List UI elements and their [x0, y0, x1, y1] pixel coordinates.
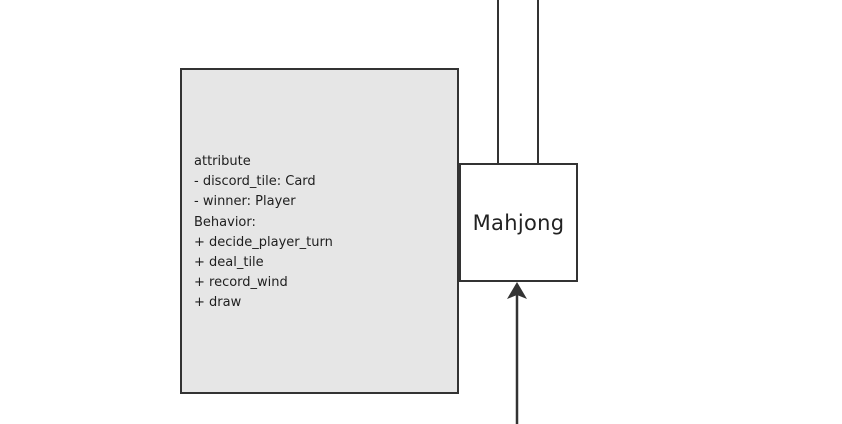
- note-line-behavior-header: Behavior:: [194, 214, 256, 230]
- note-line-deal-tile: + deal_tile: [194, 255, 264, 271]
- arrowhead-icon: [507, 282, 527, 299]
- note-line-discord-tile: - discord_tile: Card: [194, 174, 316, 190]
- note-line-attribute-header: attribute: [194, 154, 251, 169]
- note-text: attribute - discord_tile: Card - winner:…: [194, 152, 333, 314]
- mahjong-class-box[interactable]: Mahjong: [459, 163, 578, 282]
- note-line-decide-player-turn: + decide_player_turn: [194, 234, 333, 250]
- class-title: Mahjong: [472, 210, 565, 235]
- note-line-record-wind: + record_wind: [194, 275, 288, 291]
- note-line-draw: + draw: [194, 295, 242, 311]
- note-line-winner: - winner: Player: [194, 194, 296, 210]
- class-detail-note: attribute - discord_tile: Card - winner:…: [180, 68, 459, 394]
